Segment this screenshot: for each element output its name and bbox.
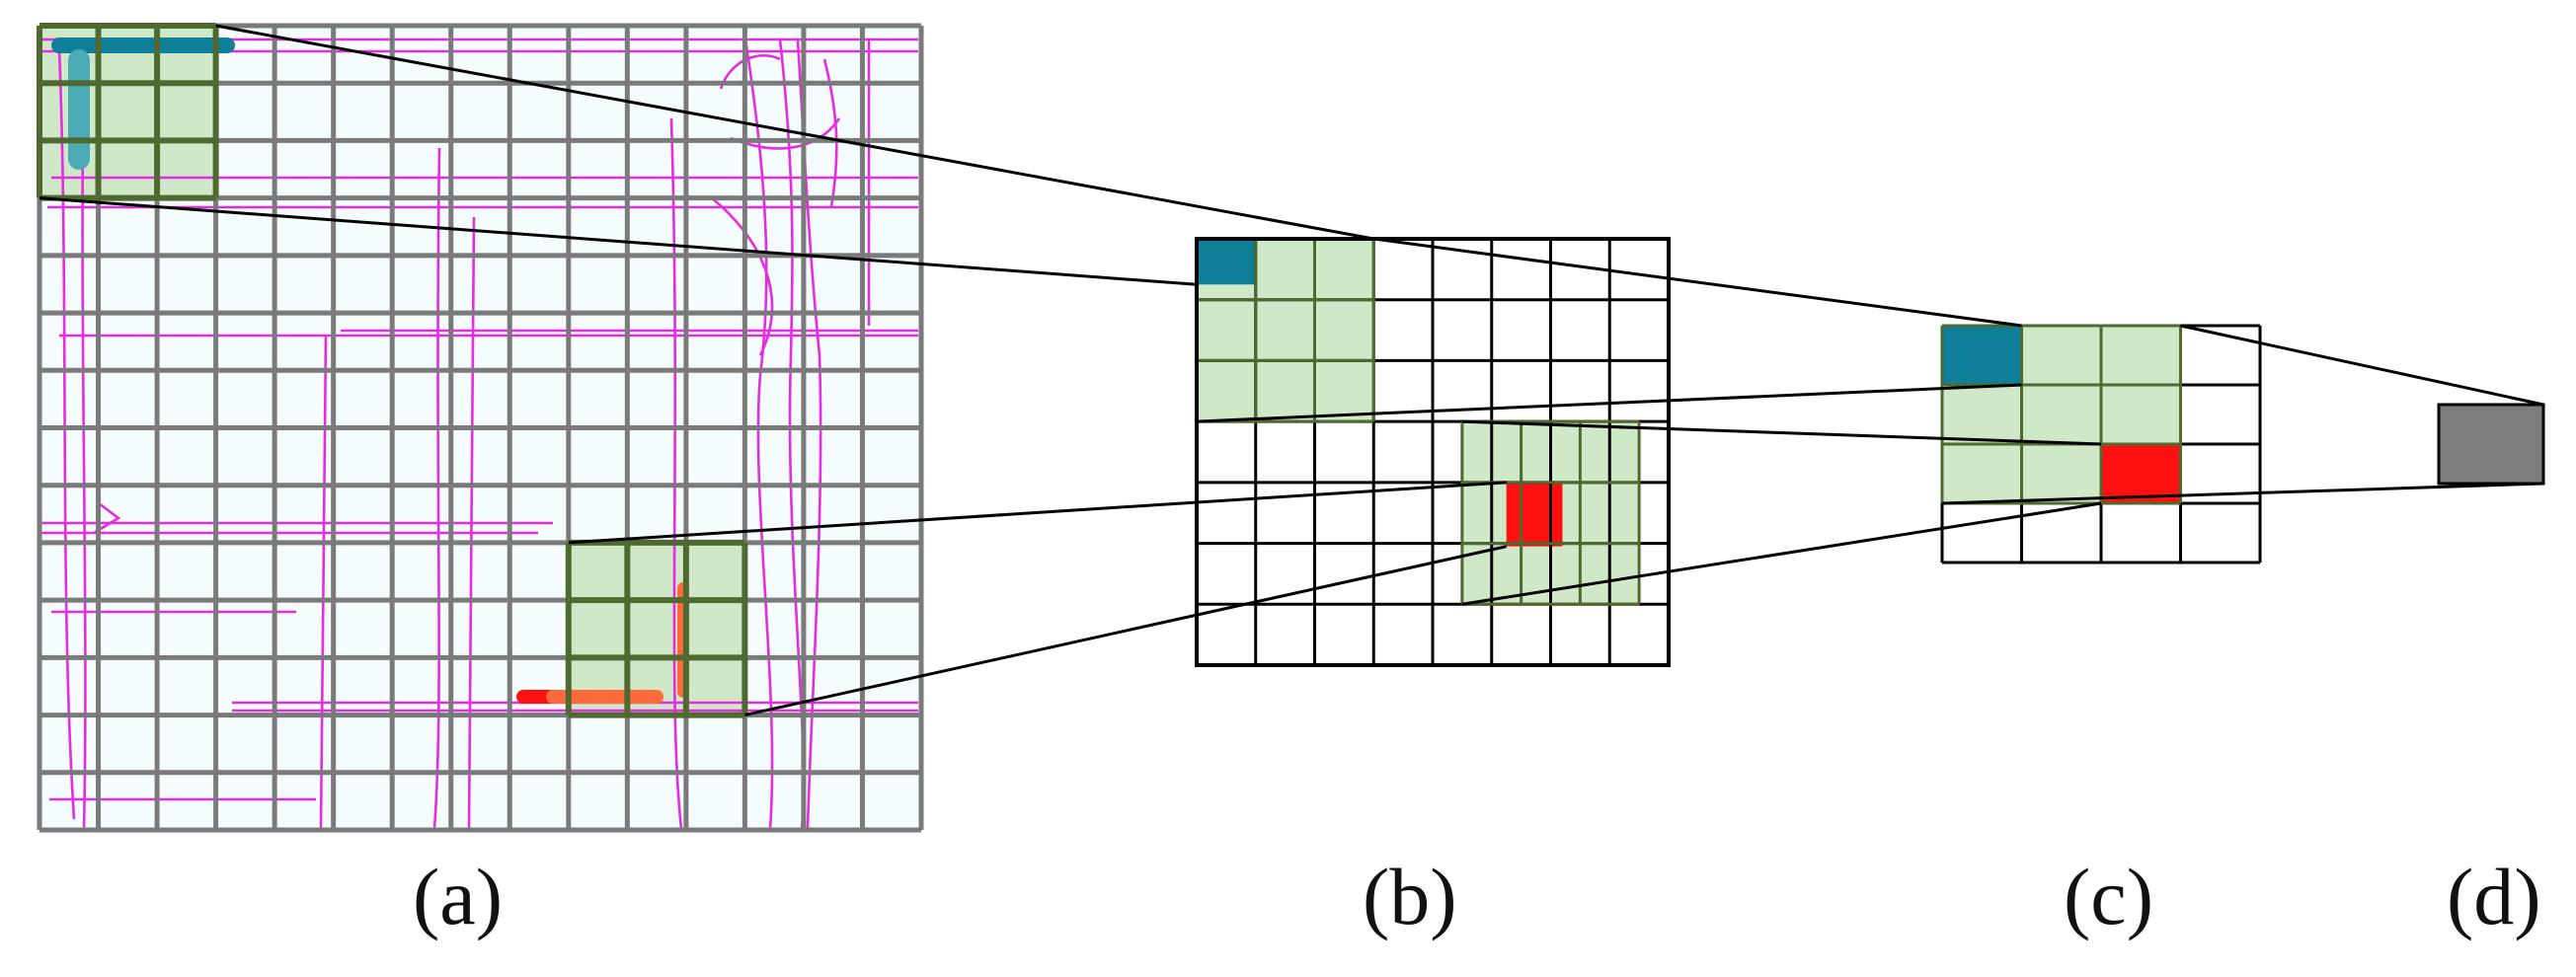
receptive-field-connectors (39, 24, 2544, 717)
panel-b-feature-map (1195, 237, 1671, 667)
panel-c-teal-cell (1942, 326, 2022, 385)
panel-b-teal-cell (1197, 239, 1256, 285)
panel-b-border (1195, 237, 1671, 667)
road-segment (432, 147, 441, 830)
connector-a-bottom-lower (744, 545, 1508, 717)
panel-d-output-cell (2437, 403, 2545, 486)
road-segment (93, 501, 121, 535)
caption-a: (a) (413, 852, 504, 941)
connector-a-top-lower (39, 196, 1198, 286)
connector-b-top-upper (1373, 237, 2022, 328)
panel-a-receptive-field-bottom (568, 542, 745, 715)
road-segment (743, 38, 774, 830)
road-segment (319, 335, 328, 830)
connector-b-bottom-lower (1461, 501, 2102, 606)
connector-b-top-lower (1196, 383, 2022, 423)
panel-d-output-cell (2437, 403, 2545, 486)
road-segment (57, 48, 76, 820)
road-segment (710, 195, 774, 356)
connector-c-upper (2180, 324, 2544, 407)
panel-c-red-cell (2101, 444, 2181, 503)
caption-c: (c) (2064, 852, 2154, 941)
road-segment (822, 58, 838, 208)
panel-a-grid (37, 23, 924, 833)
connector-a-top-upper (215, 24, 1374, 241)
caption-b: (b) (1363, 852, 1457, 941)
caption-d: (d) (2447, 852, 2541, 941)
connector-b-bottom-upper (1461, 419, 2102, 446)
road-segment (467, 216, 476, 830)
panel-b-red-cell (1506, 482, 1563, 547)
connector-c-lower (1941, 482, 2544, 505)
connector-a-bottom-upper (568, 481, 1507, 545)
